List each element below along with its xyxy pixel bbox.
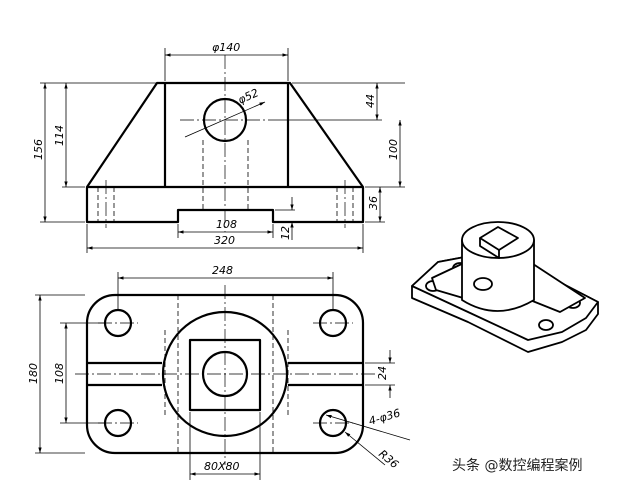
dim-holes: 4-φ36 [367,407,402,428]
iso-side-bore [473,277,493,291]
dim-w108: 108 [216,218,237,231]
dim-h156: 156 [32,139,45,160]
leader-radius [344,431,386,466]
iso-boss-body [461,239,535,312]
dim-h24: 24 [376,366,389,380]
iso-hole-4 [538,319,554,331]
dim-square: 80X80 [204,460,240,473]
dim-h180: 180 [27,363,40,384]
leader-52 [184,101,266,138]
front-view-outline [85,81,365,224]
iso-square-inner [479,238,500,259]
dim-d52: φ52 [236,86,261,107]
dim-h114: 114 [53,125,66,146]
dim-w248: 248 [212,264,233,277]
dim-h12: 12 [279,226,292,240]
dim-radius: R36 [376,447,401,471]
dim-h44: 44 [364,94,377,108]
isometric-view [411,221,599,353]
leader-holes [325,414,411,441]
top-view: 248 180 108 24 4-φ36 R36 80X80 [27,264,411,480]
watermark-text: 头条 @数控编程案例 [452,457,582,474]
iso-square-hole [479,226,519,251]
dim-h108: 108 [53,363,66,384]
dim-w320: 320 [214,234,235,247]
dim-d140: φ140 [212,41,240,54]
front-view: φ140 φ52 156 114 44 100 36 12 108 [32,41,405,253]
dim-h36: 36 [367,196,380,210]
dim-h100: 100 [387,139,400,160]
